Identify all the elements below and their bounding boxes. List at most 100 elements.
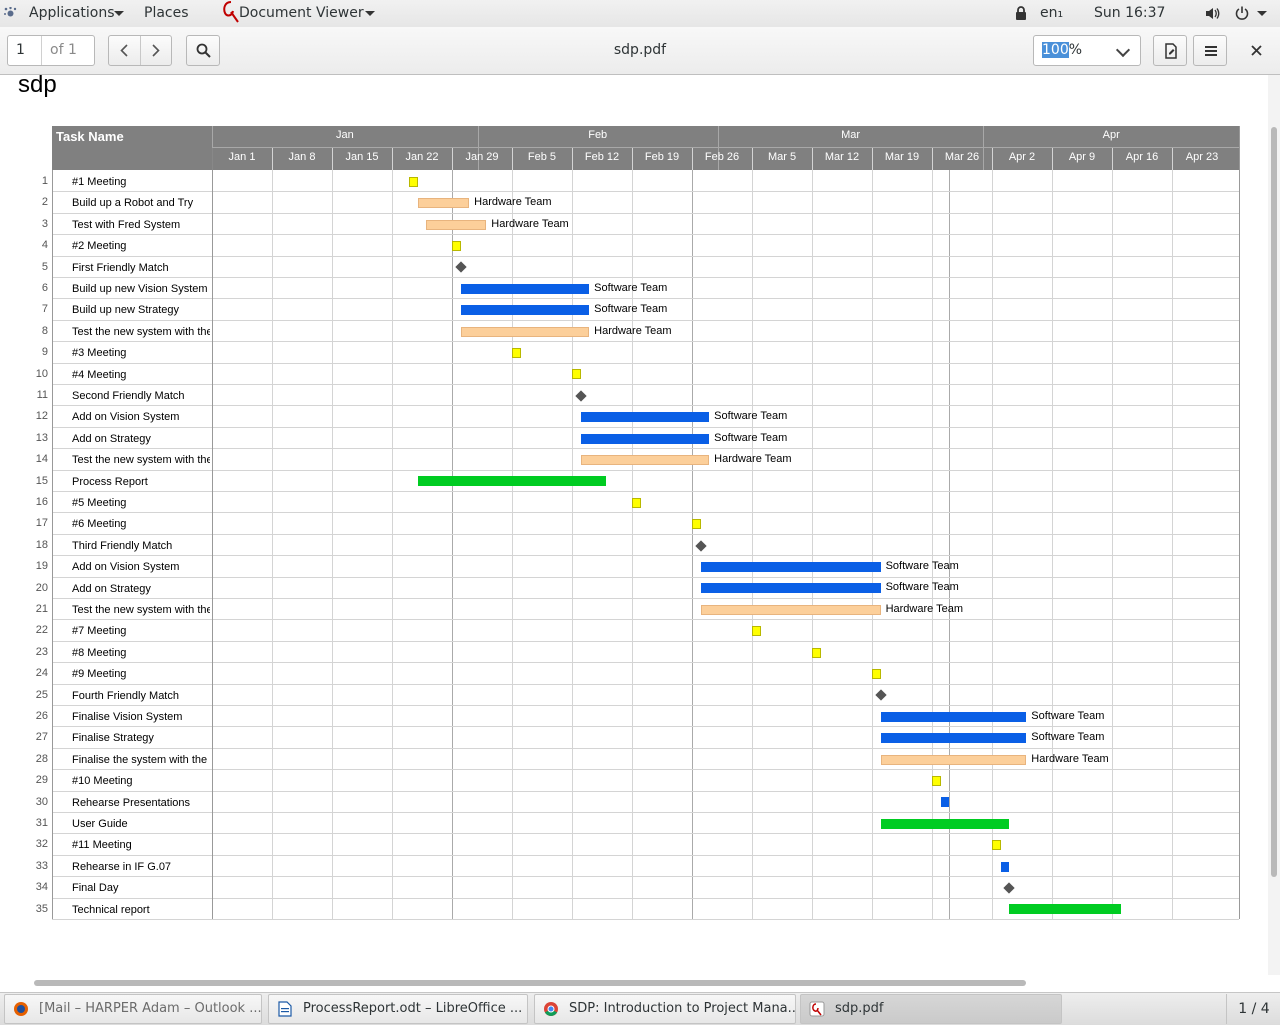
meeting-marker[interactable] (572, 369, 581, 380)
meeting-marker[interactable] (512, 347, 521, 358)
task-name[interactable]: Add on Vision System (72, 411, 180, 424)
zoom-selector[interactable]: 100% (1033, 35, 1141, 66)
meeting-marker[interactable] (692, 519, 701, 530)
task-bar-software[interactable] (880, 711, 1027, 722)
applications-menu[interactable]: Applications (0, 0, 130, 27)
next-page-button[interactable] (141, 36, 171, 65)
task-bar-software[interactable] (940, 797, 949, 808)
task-name[interactable]: First Friendly Match (72, 261, 169, 274)
task-bar-report[interactable] (880, 818, 1010, 829)
system-menu-chevron-icon[interactable] (1257, 11, 1267, 16)
task-name[interactable]: Test the new system with the (72, 454, 210, 467)
task-bar-software[interactable] (700, 561, 881, 572)
milestone-marker[interactable] (874, 689, 887, 701)
horizontal-scrollbar[interactable] (30, 980, 1030, 988)
task-name[interactable]: #10 Meeting (72, 775, 133, 788)
menu-button[interactable] (1193, 35, 1227, 66)
task-name[interactable]: Rehearse Presentations (72, 796, 191, 809)
task-bar-software[interactable] (580, 433, 710, 444)
meeting-marker[interactable] (452, 240, 461, 251)
task-bar-software[interactable] (1000, 861, 1009, 872)
volume-icon[interactable] (1205, 7, 1221, 20)
current-page-input[interactable]: 1 (8, 36, 42, 65)
task-name[interactable]: Final Day (72, 882, 119, 895)
meeting-marker[interactable] (632, 497, 641, 508)
task-name[interactable]: Add on Strategy (72, 582, 151, 595)
clock[interactable]: Sun 16:37 (1094, 5, 1166, 21)
task-name[interactable]: #4 Meeting (72, 368, 127, 381)
taskbar-item-libreoffice[interactable]: ProcessReport.odt – LibreOffice ... (268, 994, 528, 1024)
chevron-down-icon[interactable] (1115, 42, 1131, 58)
task-name[interactable]: Second Friendly Match (72, 390, 185, 402)
annotations-button[interactable] (1153, 35, 1187, 66)
milestone-marker[interactable] (1003, 882, 1015, 894)
vertical-scrollbar-thumb[interactable] (1271, 127, 1277, 877)
milestone-marker[interactable] (454, 261, 467, 273)
task-name[interactable]: Technical report (72, 903, 150, 916)
places-menu[interactable]: Places (144, 0, 208, 43)
meeting-marker[interactable] (992, 840, 1001, 851)
task-name[interactable]: #9 Meeting (72, 668, 127, 681)
task-bar-software[interactable] (700, 583, 881, 594)
taskbar-item-mail[interactable]: [Mail – HARPER Adam – Outlook ... (4, 994, 262, 1024)
task-bar-software[interactable] (580, 412, 710, 423)
task-name[interactable]: Test the new system with the (72, 325, 210, 338)
task-bar-software[interactable] (880, 733, 1027, 744)
task-bar-hardware[interactable] (700, 604, 881, 615)
meeting-marker[interactable] (752, 626, 761, 637)
meeting-marker[interactable] (872, 668, 881, 679)
task-name[interactable]: #5 Meeting (72, 497, 127, 509)
task-name[interactable]: Test the new system with the (72, 604, 210, 616)
task-name[interactable]: Build up new Strategy (72, 304, 180, 317)
task-bar-hardware[interactable] (460, 326, 590, 337)
task-bar-software[interactable] (460, 283, 590, 294)
task-name[interactable]: Build up new Vision System (72, 283, 208, 295)
task-name[interactable]: Add on Strategy (72, 432, 151, 445)
task-bar-hardware[interactable] (417, 198, 470, 209)
task-name[interactable]: #7 Meeting (72, 625, 127, 638)
task-name[interactable]: Process Report (72, 475, 148, 488)
task-name[interactable]: Finalise Vision System (72, 711, 183, 723)
task-name[interactable]: Add on Vision System (72, 561, 180, 574)
lock-icon[interactable] (1015, 6, 1027, 20)
search-button[interactable] (186, 35, 220, 66)
task-name[interactable]: Build up a Robot and Try (72, 197, 194, 210)
meeting-marker[interactable] (932, 775, 941, 786)
taskbar-item-chrome[interactable]: SDP: Introduction to Project Mana... (534, 994, 796, 1024)
workspace-indicator[interactable]: 1 / 4 (1226, 994, 1280, 1024)
meeting-marker[interactable] (812, 647, 821, 658)
task-bar-report[interactable] (1009, 904, 1121, 915)
app-menu[interactable]: Document Viewer (220, 0, 380, 27)
task-name[interactable]: Finalise the system with the (72, 753, 208, 766)
taskbar-item-sdp-pdf[interactable]: sdp.pdf (800, 994, 1062, 1024)
task-name[interactable]: Rehearse in IF G.07 (72, 860, 172, 873)
task-name[interactable]: User Guide (72, 818, 128, 830)
task-name[interactable]: Third Friendly Match (72, 539, 173, 552)
task-name[interactable]: #3 Meeting (72, 347, 127, 360)
power-icon[interactable] (1235, 6, 1249, 20)
previous-page-button[interactable] (109, 36, 141, 65)
zoom-value[interactable]: 100% (1042, 36, 1082, 65)
vertical-scrollbar[interactable] (1268, 75, 1280, 975)
task-name[interactable]: #2 Meeting (72, 240, 127, 253)
keyboard-layout-indicator[interactable]: en₁ (1040, 0, 1080, 43)
task-name[interactable]: #8 Meeting (72, 646, 127, 659)
meeting-marker[interactable] (409, 176, 419, 187)
task-bar-hardware[interactable] (880, 754, 1027, 765)
task-bar-hardware[interactable] (426, 219, 487, 230)
task-name[interactable]: #11 Meeting (72, 839, 132, 852)
task-bar-software[interactable] (460, 305, 590, 316)
task-name[interactable]: Test with Fred System (72, 218, 181, 231)
horizontal-scrollbar-thumb[interactable] (34, 980, 1026, 986)
milestone-marker[interactable] (694, 539, 707, 552)
task-bar-hardware[interactable] (580, 454, 710, 465)
task-name[interactable]: Fourth Friendly Match (72, 689, 179, 702)
task-name[interactable]: #1 Meeting (72, 176, 127, 188)
task-name[interactable]: Finalise Strategy (72, 732, 154, 745)
milestone-marker[interactable] (574, 390, 587, 402)
close-icon[interactable] (1251, 45, 1262, 56)
task-name[interactable]: #6 Meeting (72, 518, 127, 531)
page-number-entry[interactable]: 1 of 1 (7, 35, 95, 66)
task-bar-report[interactable] (417, 476, 607, 487)
